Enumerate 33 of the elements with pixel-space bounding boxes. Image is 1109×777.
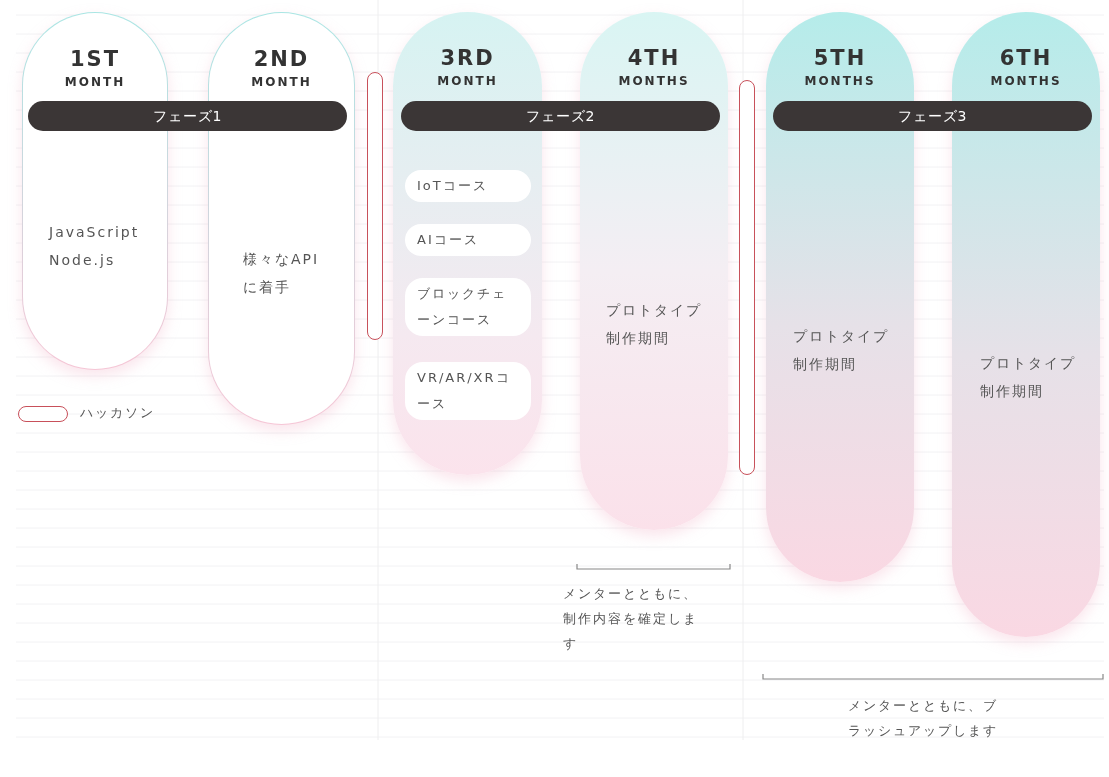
month-description: プロトタイプ制作期間	[980, 354, 1077, 401]
month-number: 3RD	[439, 46, 496, 70]
month-description: 様々なAPIに着手	[243, 250, 321, 297]
month-label: MONTHS	[803, 74, 877, 88]
hackathon-bar	[367, 72, 383, 340]
course-pill: IoTコース	[405, 170, 531, 202]
phase-bar: フェーズ1	[28, 101, 347, 131]
phase-bar: フェーズ3	[773, 101, 1092, 131]
month-label: MONTHS	[989, 74, 1063, 88]
month-description: プロトタイプ制作期間	[606, 301, 703, 348]
month-description: JavaScript	[49, 223, 140, 242]
month-number: 2ND	[252, 47, 311, 71]
course-pill: AIコース	[405, 224, 531, 256]
month-label: MONTH	[63, 75, 127, 89]
month-column	[393, 12, 542, 475]
course-pill: ブロックチェーンコース	[405, 278, 531, 336]
month-label: MONTH	[436, 74, 499, 88]
month-label: MONTH	[250, 75, 313, 89]
phase-bar: フェーズ2	[401, 101, 720, 131]
month-number: 5TH	[812, 46, 868, 70]
month-column	[22, 12, 168, 370]
note-text: メンターとともに、制作内容を確定します	[563, 585, 699, 653]
month-label: MONTHS	[617, 74, 691, 88]
note-text: メンターとともに、ブラッシュアップします	[848, 697, 998, 740]
month-description: Node.js	[49, 251, 116, 270]
hackathon-bar	[739, 80, 755, 475]
legend-text: ハッカソン	[80, 404, 155, 422]
month-number: 6TH	[998, 46, 1054, 70]
month-number: 4TH	[626, 46, 682, 70]
month-number: 1ST	[68, 47, 122, 71]
month-description: プロトタイプ制作期間	[793, 327, 890, 374]
course-pill: VR/AR/XRコース	[405, 362, 531, 420]
month-column	[766, 12, 914, 582]
